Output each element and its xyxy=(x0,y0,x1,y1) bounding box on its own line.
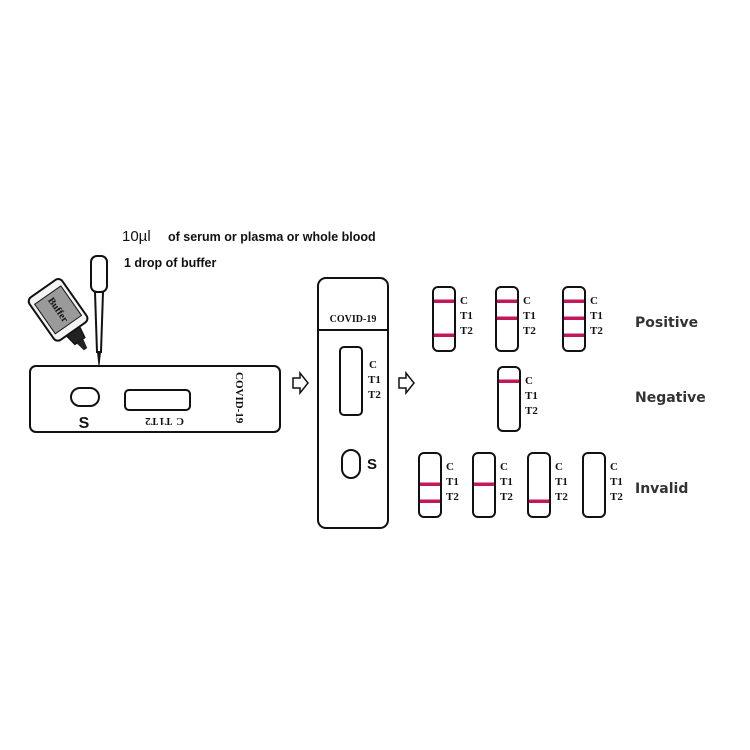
window-label-c: C xyxy=(176,415,184,427)
test-line-t1 xyxy=(497,316,517,320)
strip-label-c: C xyxy=(525,375,533,387)
strip-label-t2: T2 xyxy=(460,325,473,337)
strip-label-t1: T1 xyxy=(555,476,568,488)
test-line-c xyxy=(499,379,519,383)
strip-label-t2: T2 xyxy=(555,491,568,503)
result-window xyxy=(124,389,191,411)
buffer-instruction: 1 drop of buffer xyxy=(124,256,216,270)
result-label-invalid: Invalid xyxy=(635,481,688,497)
strip-label-c: C xyxy=(460,295,468,307)
strip-label-t1: T1 xyxy=(460,310,473,322)
arrow-right-icon xyxy=(398,370,415,396)
strip-label-c: C xyxy=(500,461,508,473)
strip-window xyxy=(432,286,456,352)
strip-label-c: C xyxy=(446,461,454,473)
strip-label-t1: T1 xyxy=(590,310,603,322)
result-label-positive: Positive xyxy=(635,315,698,331)
test-line-c xyxy=(497,299,517,303)
window-label-t2: T2 xyxy=(368,389,381,401)
strip-label-t1: T1 xyxy=(500,476,513,488)
strip-window xyxy=(497,366,521,432)
strip-label-t1: T1 xyxy=(523,310,536,322)
result-label-negative: Negative xyxy=(635,390,706,406)
cassette-name: COVID-19 xyxy=(330,314,377,325)
window-label-t1: T1 xyxy=(159,415,172,427)
strip-label-c: C xyxy=(590,295,598,307)
test-line-t2 xyxy=(434,333,454,337)
strip-label-c: C xyxy=(610,461,618,473)
sample-well-label: S xyxy=(79,415,90,432)
test-line-t2 xyxy=(529,499,549,503)
strip-label-t2: T2 xyxy=(610,491,623,503)
test-line-t1 xyxy=(420,482,440,486)
strip-label-c: C xyxy=(523,295,531,307)
strip-label-t2: T2 xyxy=(500,491,513,503)
arrow-right-icon xyxy=(292,370,309,396)
strip-label-t2: T2 xyxy=(525,405,538,417)
strip-label-t1: T1 xyxy=(525,390,538,402)
strip-label-t2: T2 xyxy=(590,325,603,337)
test-line-t2 xyxy=(420,499,440,503)
window-label-t2: T2 xyxy=(145,415,158,427)
buffer-bottle-icon: Buffer xyxy=(27,278,89,351)
window-label-c: C xyxy=(369,359,377,371)
strip-window xyxy=(582,452,606,518)
strip-label-t2: T2 xyxy=(446,491,459,503)
sample-well xyxy=(70,387,100,407)
pipette-icon xyxy=(90,255,108,370)
test-line-t1 xyxy=(564,316,584,320)
strip-label-t1: T1 xyxy=(446,476,459,488)
strip-label-t1: T1 xyxy=(610,476,623,488)
cassette-vertical: COVID-19 C T1 T2 S xyxy=(317,277,389,529)
volume-text: 10µl xyxy=(122,228,151,245)
sample-instruction: of serum or plasma or whole blood xyxy=(168,230,376,244)
strip-window xyxy=(527,452,551,518)
test-line-c xyxy=(434,299,454,303)
strip-label-t2: T2 xyxy=(523,325,536,337)
sample-well xyxy=(341,449,361,479)
test-line-c xyxy=(564,299,584,303)
window-label-t1: T1 xyxy=(368,374,381,386)
sample-well-label: S xyxy=(367,456,377,473)
result-window xyxy=(339,346,363,416)
cassette-horizontal: S C T1 T2 COVID-19 xyxy=(29,365,281,433)
strip-label-c: C xyxy=(555,461,563,473)
test-line-t2 xyxy=(564,333,584,337)
cassette-name-rotated: COVID-19 xyxy=(233,372,245,424)
test-line-t1 xyxy=(474,482,494,486)
